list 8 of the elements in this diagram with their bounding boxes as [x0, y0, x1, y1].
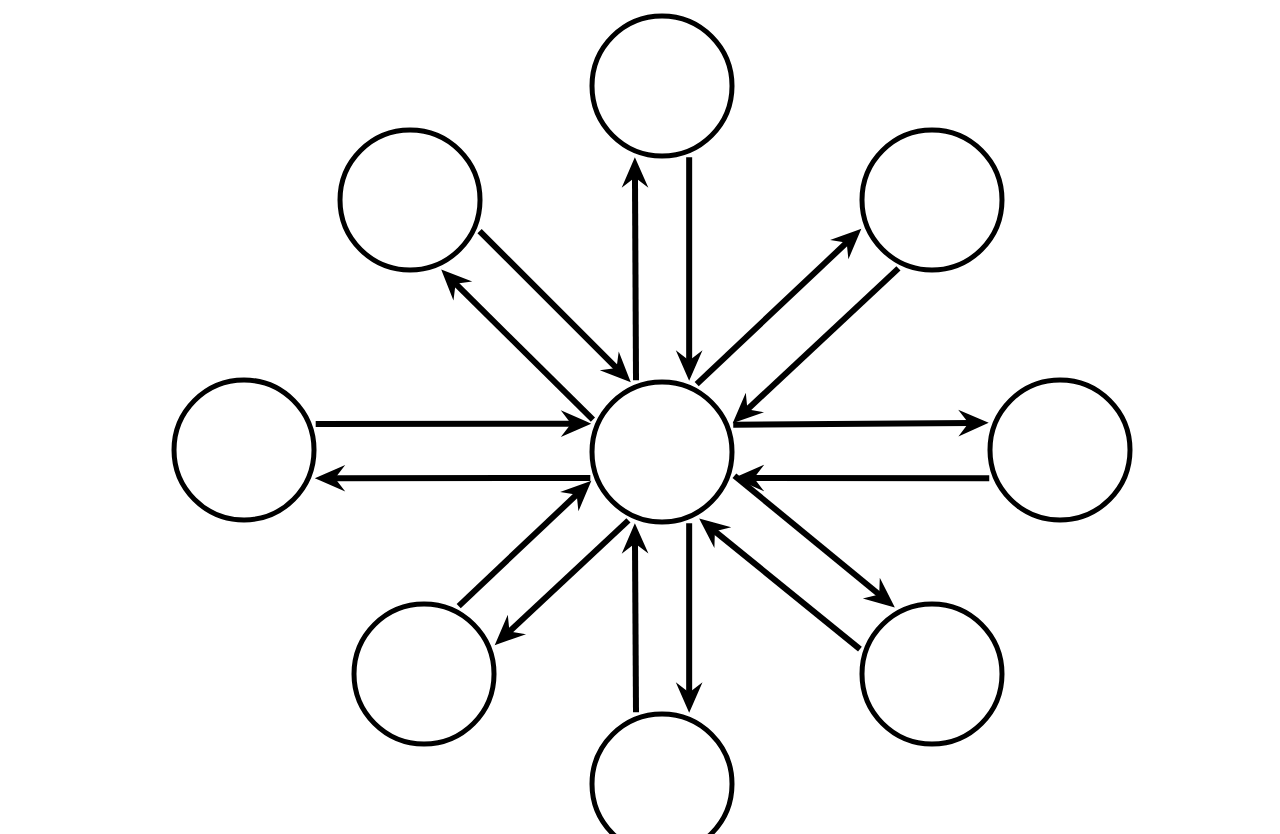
circle — [859, 601, 1005, 747]
circle — [337, 127, 483, 273]
circle — [589, 13, 735, 159]
circle — [351, 601, 497, 747]
circle — [589, 379, 735, 525]
circle — [171, 377, 317, 523]
circle — [987, 377, 1133, 523]
circle — [859, 127, 1005, 273]
